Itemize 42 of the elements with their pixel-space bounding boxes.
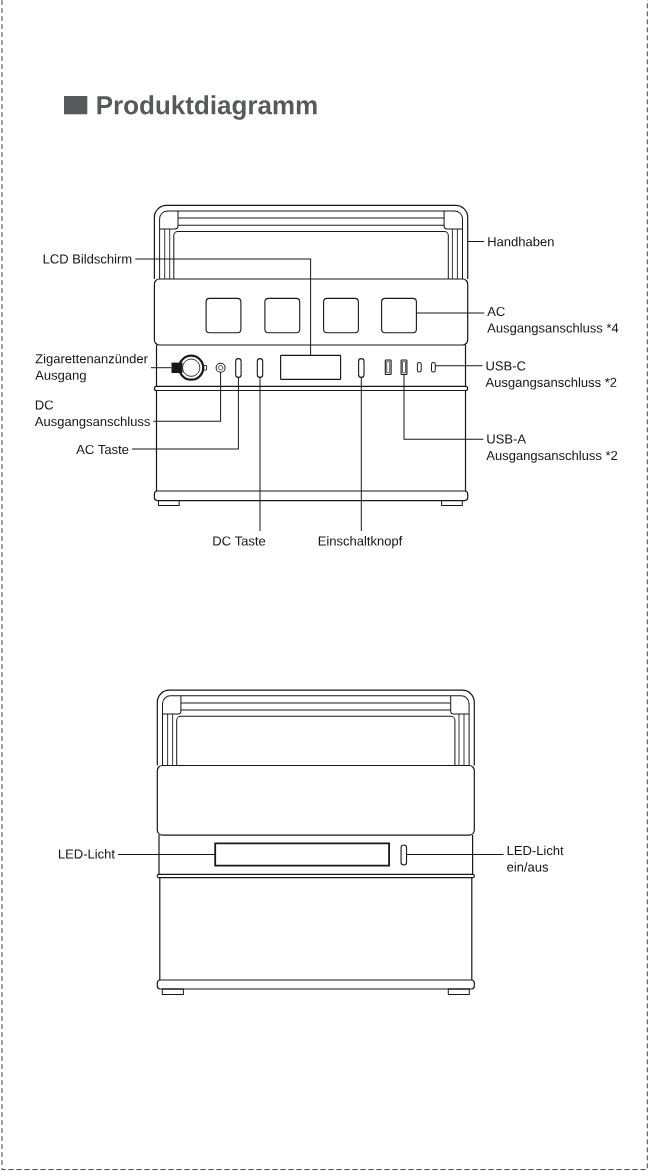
part-label: Zigarettenanzünder Ausgang [35, 353, 148, 383]
part-label: AC Taste [76, 444, 129, 455]
lcd-screen [280, 354, 342, 380]
leader-line [134, 258, 312, 356]
led-light-bar [214, 842, 390, 867]
ac-outlet [264, 297, 301, 334]
handle [153, 204, 469, 280]
ac-outlet [323, 297, 359, 334]
part-label: Einschaltknopf [318, 536, 403, 549]
leader-line [131, 376, 239, 450]
dc-port [215, 362, 226, 373]
leader-line [152, 371, 222, 422]
usb-a-port [400, 359, 408, 375]
part-label: DC Ausgangsanschluss [34, 400, 150, 429]
lighter-socket [171, 354, 208, 381]
part-label: USB-A Ausgangsanschluss *2 [486, 434, 618, 463]
part-label: LED-Licht ein/aus [507, 845, 564, 872]
light-switch [400, 844, 408, 866]
leader-line [259, 376, 261, 532]
leader-line [360, 376, 362, 532]
ac-outlet [381, 297, 417, 334]
leader-line [117, 854, 216, 855]
part-label: AC Ausgangsanschluss *4 [487, 306, 619, 336]
leader-line [406, 854, 505, 855]
usb-a-port [384, 359, 392, 375]
leader-line [415, 312, 485, 314]
title: Produktdiagramm [97, 95, 317, 120]
usb-c-port [431, 362, 436, 373]
dc-button [256, 358, 264, 378]
usb-c-port [416, 362, 422, 373]
leader-line [403, 373, 484, 440]
leader-line [434, 365, 483, 367]
ac-outlet [205, 297, 242, 334]
part-label: Handhaben [488, 236, 554, 247]
leader-line [150, 367, 172, 369]
part-label: DC Taste [213, 536, 266, 546]
part-label: USB-C Ausgangsanschluss *2 [485, 361, 617, 390]
leader-line [467, 241, 485, 242]
ac-button [235, 358, 242, 378]
part-label: LCD Bildschirm [43, 254, 132, 264]
part-label: LED-Licht [58, 849, 115, 859]
power-button [358, 358, 365, 378]
